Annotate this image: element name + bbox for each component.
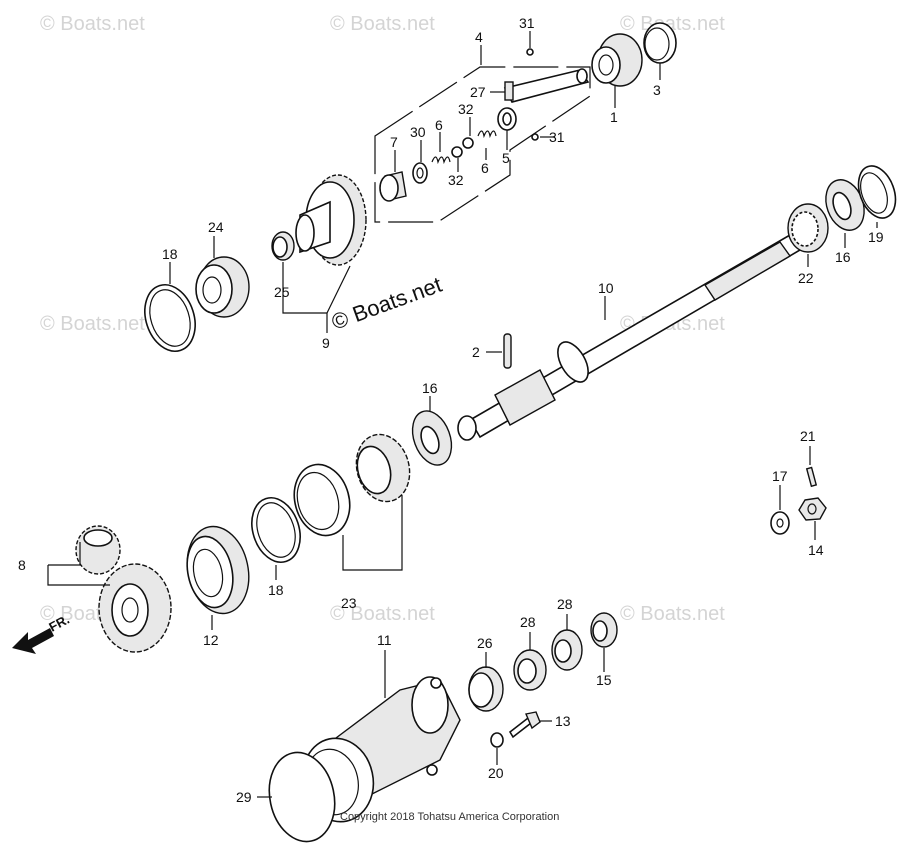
part-15-spacer: [590, 612, 618, 648]
part-32-ball-upper: [462, 137, 474, 149]
label-14: 14: [808, 542, 824, 558]
part-29-o-ring: [268, 751, 336, 843]
label-3: 3: [653, 82, 661, 98]
label-28-left: 28: [520, 614, 536, 630]
part-22-thrust-bearing: [787, 203, 829, 253]
part-18-ring-upper: [144, 284, 196, 352]
label-7: 7: [390, 134, 398, 150]
part-31-ball-bottom: [531, 133, 539, 141]
part-3-ring: [643, 22, 677, 64]
part-2-pin: [503, 333, 512, 369]
part-16-washer-upper: [825, 179, 865, 231]
part-6-spring-left: [431, 156, 451, 165]
part-14-nut: [798, 497, 827, 521]
label-18-upper: 18: [162, 246, 178, 262]
label-28-right: 28: [557, 596, 573, 612]
label-31-bottom: 31: [549, 129, 565, 145]
label-19: 19: [868, 229, 884, 245]
label-2: 2: [472, 344, 480, 360]
part-7-plunger: [379, 171, 407, 202]
label-8: 8: [18, 557, 26, 573]
label-6-right: 6: [481, 160, 489, 176]
part-21-cotter-pin: [805, 466, 818, 488]
part-16-washer-lower: [411, 410, 453, 466]
leader-lines: [47, 31, 878, 798]
label-21: 21: [800, 428, 816, 444]
label-1: 1: [610, 109, 618, 125]
part-number-labels: 4 31 3 1 27 32 31 5 6 30 7 6 32 24 18 25…: [18, 15, 884, 805]
part-23-tapered-bearing: [293, 433, 411, 537]
watermarks: © Boats.net © Boats.net © Boats.net © Bo…: [40, 13, 725, 625]
part-28-oil-seal-left: [513, 649, 547, 691]
part-32-ball-lower: [451, 146, 463, 158]
label-9: 9: [322, 335, 330, 351]
label-32-lower: 32: [448, 172, 464, 188]
label-16-upper: 16: [835, 249, 851, 265]
watermark-3: © Boats.net: [620, 13, 725, 35]
label-25: 25: [274, 284, 290, 300]
part-27-pin: [504, 81, 514, 101]
part-28-oil-seal-right: [551, 629, 583, 671]
part-8-pinion-gear: [75, 525, 121, 575]
part-6-spring-right: [477, 130, 497, 139]
watermark-2: © Boats.net: [330, 13, 435, 35]
part-1-clutch: [591, 33, 643, 87]
label-24: 24: [208, 219, 224, 235]
part-19-washer: [857, 165, 897, 219]
label-15: 15: [596, 672, 612, 688]
label-16-lower: 16: [422, 380, 438, 396]
part-11-bearing-carrier: [301, 676, 461, 823]
label-13: 13: [555, 713, 571, 729]
part-10-propeller-shaft: [457, 233, 802, 441]
label-30: 30: [410, 124, 426, 140]
subassembly-outline: [374, 66, 591, 223]
label-4: 4: [475, 29, 483, 45]
center-watermark: © Boats.net: [328, 272, 445, 335]
label-17: 17: [772, 468, 788, 484]
label-5: 5: [502, 150, 510, 166]
part-17-washer: [770, 511, 790, 535]
part-18-ring-lower: [251, 497, 301, 563]
part-24-ball-bearing: [195, 256, 250, 318]
label-23: 23: [341, 595, 357, 611]
part-30-clip: [412, 162, 428, 184]
label-31-top: 31: [519, 15, 535, 31]
part-9-reverse-gear: [295, 174, 367, 266]
watermark-4: © Boats.net: [40, 313, 145, 335]
part-26-needle-bearing: [468, 666, 504, 712]
label-10: 10: [598, 280, 614, 296]
label-20: 20: [488, 765, 504, 781]
label-22: 22: [798, 270, 814, 286]
part-4-shift-rod: [503, 68, 590, 103]
part-31-ball-top: [526, 48, 534, 56]
part-5-shifter: [497, 107, 517, 131]
watermark-8: © Boats.net: [620, 603, 725, 625]
watermark-1: © Boats.net: [40, 13, 145, 35]
label-6-left: 6: [435, 117, 443, 133]
label-26: 26: [477, 635, 493, 651]
part-8-forward-gear: [98, 563, 172, 653]
label-27: 27: [470, 84, 486, 100]
part-12-bearing-housing: [186, 525, 250, 615]
label-11: 11: [377, 632, 392, 648]
watermark-7: © Boats.net: [330, 603, 435, 625]
copyright-text: Copyright 2018 Tohatsu America Corporati…: [340, 811, 559, 823]
part-25-needle-bearing: [271, 231, 295, 261]
label-18-lower: 18: [268, 582, 284, 598]
label-32-upper: 32: [458, 101, 474, 117]
part-13-bolt: [508, 711, 541, 739]
part-20-washer: [490, 732, 504, 748]
label-12: 12: [203, 632, 219, 648]
label-29: 29: [236, 789, 252, 805]
